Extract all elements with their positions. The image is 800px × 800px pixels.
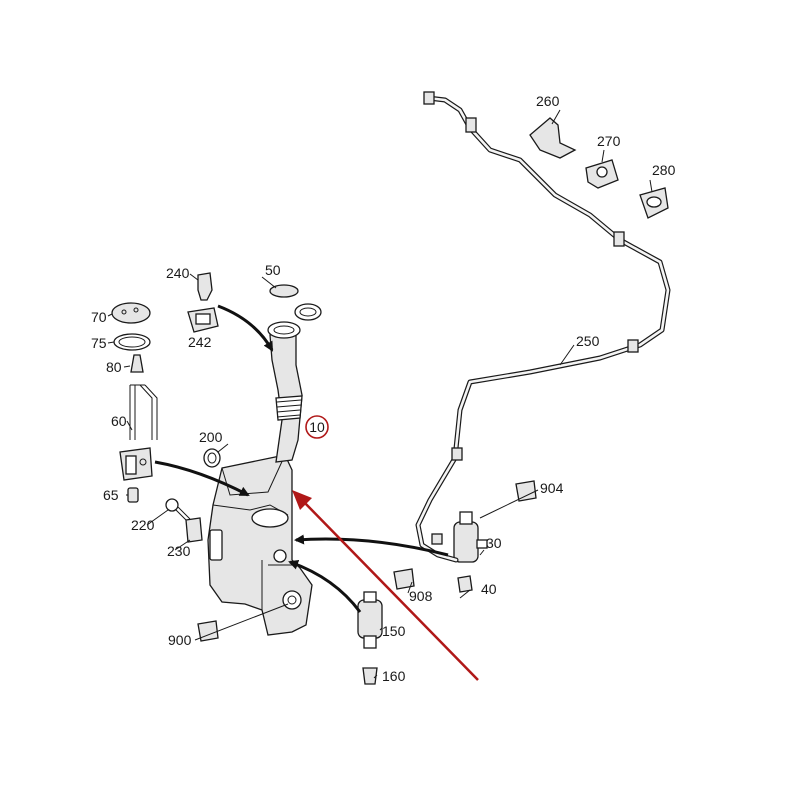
connector-900 [197, 620, 219, 642]
callout-75: 75 [91, 335, 107, 351]
clip-280 [639, 187, 669, 219]
callout-220: 220 [131, 517, 155, 533]
washer-pump-150 [357, 591, 383, 649]
callout-10: 10 [309, 419, 325, 435]
callout-80: 80 [106, 359, 122, 375]
bracket-260 [529, 117, 577, 159]
callout-900: 900 [168, 632, 192, 648]
callout-242: 242 [188, 334, 212, 350]
highlight-arrow [292, 490, 479, 681]
connector-242 [187, 307, 219, 333]
callout-150: 150 [382, 623, 406, 639]
callout-270: 270 [597, 133, 621, 149]
bolt-220 [165, 498, 191, 523]
callout-labels: 10 30 40 50 60 65 70 75 80 150 160 200 2… [91, 93, 676, 684]
connector-904 [515, 480, 537, 502]
level-sensor-60 [119, 384, 158, 481]
callout-160: 160 [382, 668, 406, 684]
clip-270 [585, 159, 619, 189]
callout-200: 200 [199, 429, 223, 445]
callout-30: 30 [486, 535, 502, 551]
callout-904: 904 [540, 480, 564, 496]
sensor-240 [197, 272, 213, 301]
callout-250: 250 [576, 333, 600, 349]
wiring-harness-250 [415, 91, 671, 563]
leader-lines [107, 109, 653, 679]
washer-pump-30 [453, 511, 488, 593]
callout-65: 65 [103, 487, 119, 503]
callout-70: 70 [91, 309, 107, 325]
seal-ring-75 [113, 333, 151, 351]
callout-908: 908 [409, 588, 433, 604]
callout-260: 260 [536, 93, 560, 109]
callout-50: 50 [265, 262, 281, 278]
clip-230 [185, 517, 203, 543]
callout-230: 230 [167, 543, 191, 559]
callout-280: 280 [652, 162, 676, 178]
connector-908 [393, 568, 415, 590]
assembly-arrows [154, 304, 449, 613]
grommet-80 [130, 354, 144, 373]
cap-70 [111, 302, 151, 324]
grommet-200 [203, 448, 221, 468]
callout-40: 40 [481, 581, 497, 597]
filler-neck [267, 321, 303, 463]
plug-65 [127, 487, 139, 503]
cap-50 [269, 284, 322, 321]
callout-60: 60 [111, 413, 127, 429]
callout-240: 240 [166, 265, 190, 281]
seal-160 [362, 667, 378, 685]
highlight-circle-10 [305, 415, 329, 439]
